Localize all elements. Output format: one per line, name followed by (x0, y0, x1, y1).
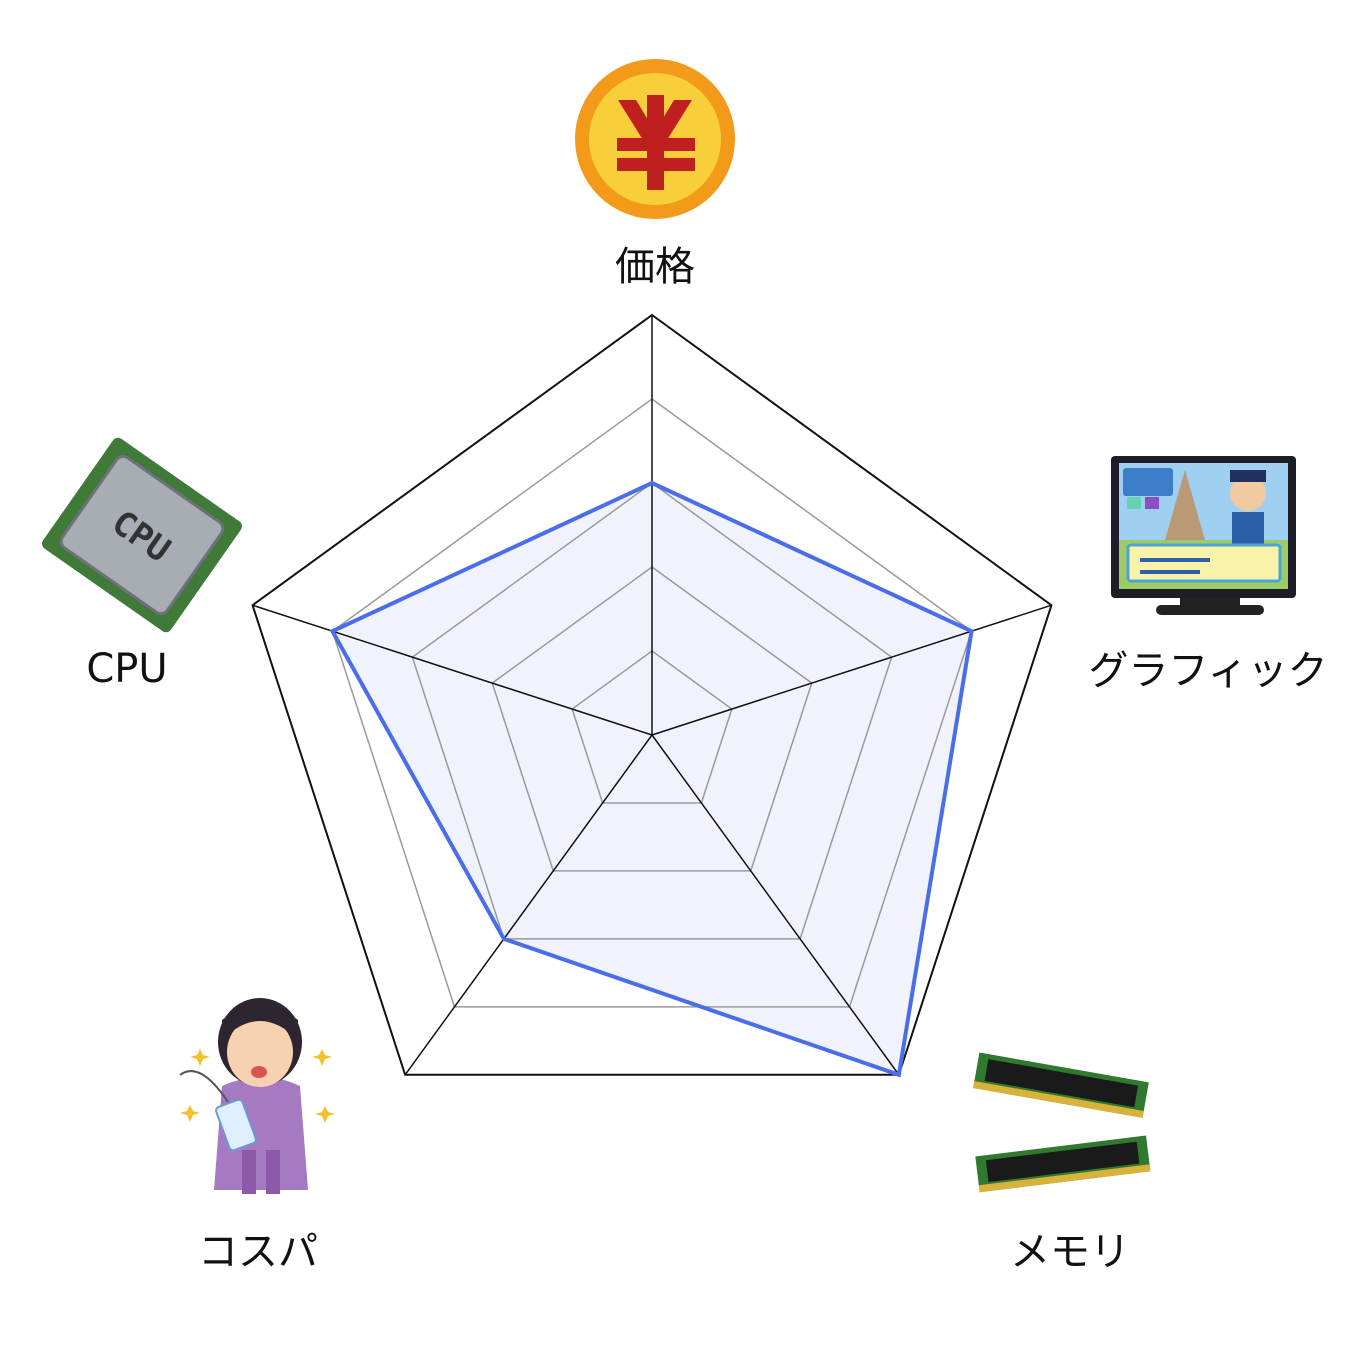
yen-coin-icon (575, 59, 735, 219)
axis-spoke-4 (252, 604, 653, 736)
series-area-0 (332, 483, 972, 1075)
grid-ring-1 (571, 650, 733, 804)
axis-label-cpu: CPU (86, 646, 167, 692)
game-screen-icon (1111, 456, 1296, 615)
axis-spoke-1 (651, 604, 1052, 736)
axis-label-graphics: グラフィック (1088, 648, 1327, 694)
series-line-0 (329, 480, 974, 1078)
axis-label-price: 価格 (615, 244, 695, 290)
cpu-chip-icon: CPU (42, 437, 242, 633)
radar-series-outline (329, 480, 974, 1078)
grid-ring-3 (411, 482, 893, 940)
axis-label-memory: メモリ (1010, 1229, 1130, 1275)
grid-ring-5 (251, 313, 1053, 1076)
grid-ring-4 (331, 398, 973, 1008)
axis-label-cospa: コスパ (198, 1229, 318, 1275)
radar-series (332, 483, 972, 1075)
axis-spoke-3 (404, 734, 653, 1076)
grid-ring-2 (491, 566, 813, 872)
shopper-woman-icon (179, 998, 335, 1194)
radar-grid (251, 313, 1053, 1076)
memory-module-icon (973, 1052, 1151, 1193)
axis-spoke-2 (651, 734, 900, 1076)
